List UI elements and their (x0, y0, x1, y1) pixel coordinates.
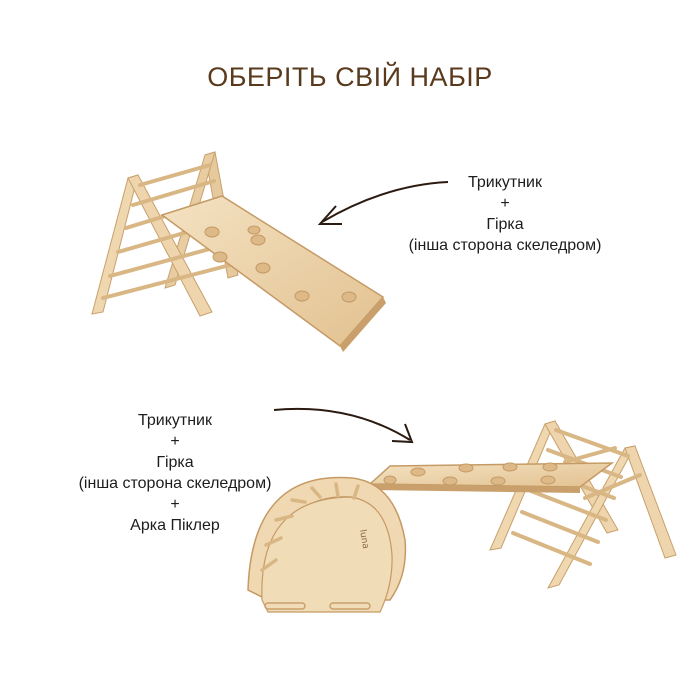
set-2-line: (інша сторона скеледром) (78, 475, 272, 492)
set-1-illustration (91, 151, 386, 352)
set-2-line: Трикутник (138, 412, 212, 429)
set-1-line: (інша сторона скеледром) (408, 237, 602, 254)
brand-logo: luna (357, 529, 370, 550)
set-1-line: Трикутник (468, 174, 542, 191)
set-2-line: Гірка (156, 454, 194, 471)
page-title: ОБЕРІТЬ СВІЙ НАБІР (207, 62, 493, 92)
arrow-set-2 (273, 407, 411, 441)
set-2-caption: Трикутник + Гірка (інша сторона скеледро… (40, 410, 310, 536)
set-2-line: + (170, 496, 180, 513)
arrow-set-1 (321, 181, 449, 223)
set-2-line: Арка Піклер (130, 517, 220, 534)
set-1-line: Гірка (486, 216, 524, 233)
set-2-illustration: luna (247, 420, 677, 613)
set-1-caption: Трикутник + Гірка (інша сторона скеледро… (380, 172, 630, 256)
set-1-line: + (500, 195, 510, 212)
set-2-line: + (170, 433, 180, 450)
